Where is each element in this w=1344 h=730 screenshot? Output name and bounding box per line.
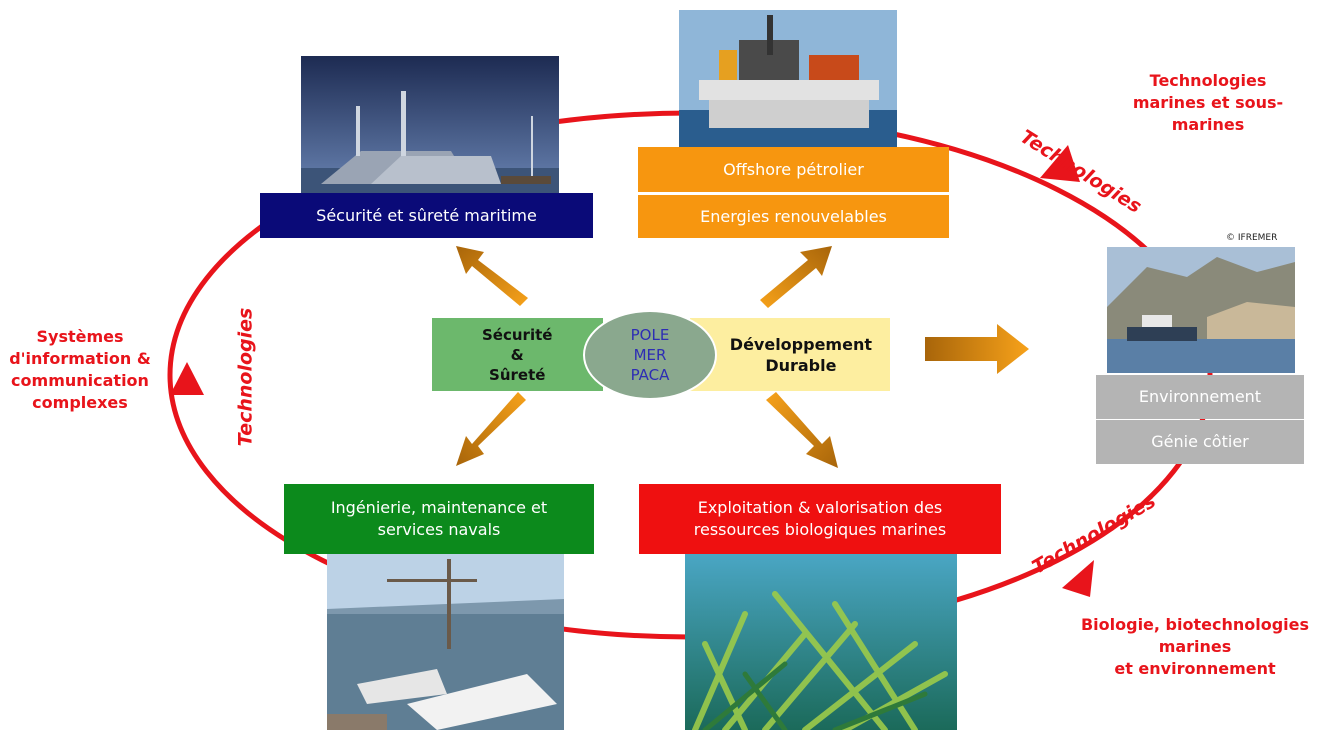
label-biotechnologies: Biologie, biotechnologies marines et env… (1080, 615, 1310, 678)
cycle-arrowhead-bottom (1062, 560, 1094, 597)
naval-box: Ingénierie, maintenance et services nava… (284, 484, 594, 554)
naval-photo (327, 554, 564, 730)
security-photo (301, 56, 559, 196)
cycle-label-left: Technologies (234, 307, 257, 447)
bio-box: Exploitation & valorisation des ressourc… (639, 484, 1001, 554)
environment-box: Environnement (1096, 375, 1304, 419)
arrow-to-environment (925, 324, 1029, 374)
offshore-box: Offshore pétrolier (638, 147, 949, 192)
photo-credit: © IFREMER (1226, 233, 1278, 243)
arrow-to-bio (766, 392, 838, 468)
coastal-box: Génie côtier (1096, 420, 1304, 464)
pole-mer-paca-logo: POLE MER PACA (583, 310, 717, 400)
security-box: Sécurité et sûreté maritime (260, 193, 593, 238)
label-information-systems: Systèmes d'information & communication c… (9, 327, 151, 412)
cycle-arrowhead-top (1040, 145, 1080, 182)
arrow-to-naval (456, 392, 526, 466)
cycle-arrowhead-left (170, 362, 204, 395)
coastal-photo (1107, 247, 1295, 373)
bio-photo (685, 554, 957, 730)
offshore-photo (679, 10, 897, 148)
arrow-to-security (456, 246, 528, 306)
label-marine-technologies: Technologies marines et sous- marines (1132, 71, 1284, 134)
arrow-to-offshore (760, 246, 832, 308)
sustainable-theme-box: Développement Durable (690, 318, 890, 391)
security-theme-box: Sécurité & Sûreté (432, 318, 603, 391)
energies-box: Energies renouvelables (638, 193, 949, 238)
